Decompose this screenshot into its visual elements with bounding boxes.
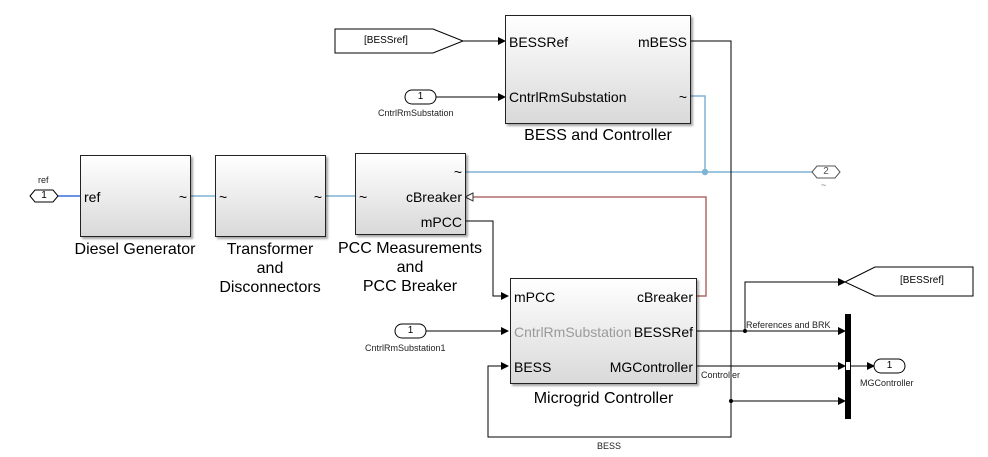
block-microgrid-controller[interactable]: mPCC CntrlRmSubstation BESS cBreaker BES… (510, 278, 697, 384)
physical-lines (58, 95, 812, 197)
dg-port-ref: ref (84, 189, 101, 205)
block-bess-controller[interactable]: BESSRef CntrlRmSubstation mBESS ~ (505, 15, 691, 124)
bess-port-mbess: mBESS (637, 34, 687, 50)
outport-conn-number: 2 (823, 166, 829, 177)
bess-port-cntrl: CntrlRmSubstation (509, 89, 627, 105)
outport-mgcontroller-number: 1 (886, 360, 893, 371)
mg-port-mgcontroller: MGController (609, 359, 693, 375)
mg-port-mpcc: mPCC (514, 289, 556, 305)
inport-ref-label: ref (38, 175, 49, 185)
signal-label-controller: Controller (701, 370, 741, 380)
inport-cntrl1-label: CntrlRmSubstation1 (365, 343, 446, 353)
mg-port-bess: BESS (514, 359, 552, 375)
pcc-port-out-conn: ~ (453, 164, 462, 180)
mbess-line[interactable] (487, 40, 732, 438)
pcc-port-in: ~ (359, 189, 368, 205)
outport-mgcontroller[interactable] (873, 358, 906, 374)
bessref-to-goto-line[interactable] (744, 278, 846, 331)
inport-cntrl-number: 1 (417, 91, 424, 102)
mg-port-cntrl: CntrlRmSubstation (514, 324, 632, 340)
title-transformer-line1: Transformer (226, 241, 314, 258)
block-diesel-generator[interactable]: ref ~ (80, 155, 191, 237)
mg-port-cbreaker: cBreaker (636, 289, 693, 305)
goto-tag-text: [BESSref] (900, 275, 944, 286)
breaker-line[interactable] (473, 196, 707, 297)
signal-label-bess: BESS (597, 441, 622, 451)
mpcc-line[interactable] (465, 220, 509, 300)
title-bess-controller: BESS and Controller (524, 127, 672, 144)
inport-cntrl[interactable] (404, 89, 437, 105)
title-pcc-line2: and (396, 259, 424, 276)
title-diesel-generator: Diesel Generator (74, 241, 196, 258)
junction-bessref (743, 329, 747, 333)
title-pcc-line1: PCC Measurements (337, 240, 483, 257)
bess-to-bus-line[interactable] (690, 95, 706, 172)
bess-port-bessref: BESSRef (509, 34, 569, 50)
outport-mgcontroller-label: MGController (860, 378, 914, 388)
goto-block-bessref[interactable] (843, 266, 974, 297)
outport-conn-label: ~ (821, 180, 827, 190)
mg-port-bessref: BESSRef (633, 324, 693, 340)
from-block-bessref[interactable] (334, 28, 465, 54)
pcc-port-mpcc: mPCC (420, 214, 462, 230)
block-transformer[interactable]: ~ ~ (215, 155, 326, 237)
inport-cntrl1[interactable] (394, 323, 427, 339)
title-microgrid-controller: Microgrid Controller (533, 390, 674, 407)
inport-cntrl1-number: 1 (407, 325, 414, 336)
title-transformer-line2: and (256, 260, 284, 277)
tx-port-in: ~ (219, 189, 228, 205)
pcc-port-cbreaker: cBreaker (405, 189, 462, 205)
bess-port-conn: ~ (678, 89, 687, 105)
mux-output-marker (846, 362, 850, 370)
signal-label-refs-brk: References and BRK (746, 320, 831, 330)
inport-cntrl-label: CntrlRmSubstation (378, 108, 454, 118)
tx-port-out: ~ (313, 189, 322, 205)
title-transformer-line3: Disconnectors (219, 279, 321, 296)
block-pcc[interactable]: ~ ~ cBreaker mPCC (355, 153, 466, 235)
inport-ref-number: 1 (41, 190, 47, 201)
inport-ref[interactable] (29, 189, 59, 203)
bus-junction (701, 168, 709, 176)
dg-port-out: ~ (178, 189, 187, 205)
outport-conn[interactable] (811, 165, 841, 179)
from-tag-text: [BESSref] (364, 35, 408, 46)
junction-bess (729, 399, 733, 403)
breaker-input-marker (463, 192, 474, 202)
title-pcc-line3: PCC Breaker (362, 278, 458, 295)
